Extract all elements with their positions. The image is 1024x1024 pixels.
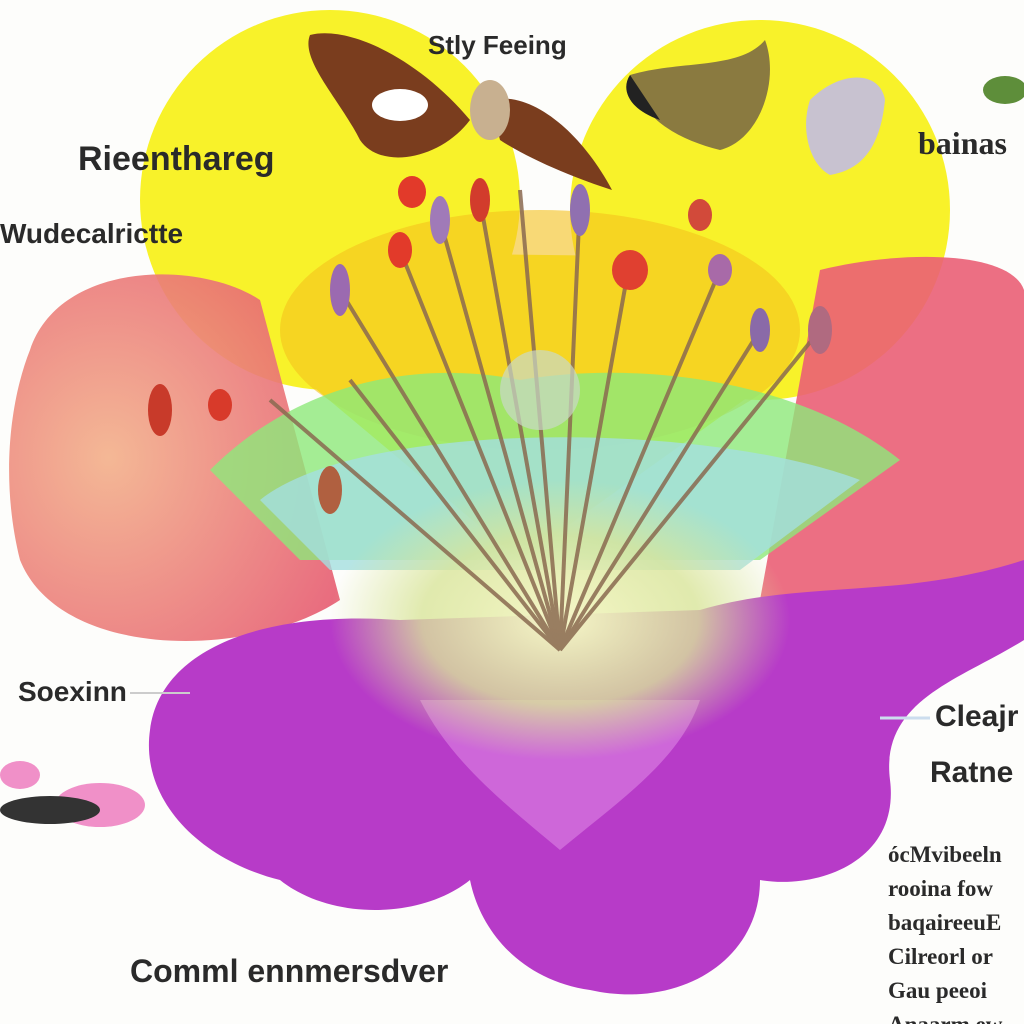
label-top-right: bainas: [918, 125, 1007, 161]
note-line: ócMvibeeln: [888, 842, 1002, 867]
label-mid-left: Soexinn: [18, 676, 127, 707]
label-right-2: Ratne: [930, 756, 1014, 789]
note-line: baqaireeuE: [888, 910, 1002, 935]
small-bee: [0, 761, 145, 827]
label-left: Wudecalrictte: [0, 218, 184, 249]
label-right-1: Cleajr: [935, 700, 1019, 733]
notes-block: ócMvibeeln rooina fow baqaireeuE Cilreor…: [888, 838, 1002, 1024]
grey-butterfly: [806, 77, 885, 175]
label-upper-left: Rieenthareg: [78, 140, 275, 178]
anthers: [148, 176, 832, 514]
note-line: Gau peeoi: [888, 978, 988, 1003]
left-pink-petal: [9, 274, 341, 641]
label-top: Stly Feeing: [428, 30, 567, 60]
note-line: Cilreorl or: [888, 944, 993, 969]
moth-top-right: [626, 40, 770, 150]
green-leaf: [983, 76, 1024, 104]
note-line: rooina fow: [888, 876, 993, 901]
stamens: [268, 189, 822, 652]
butterfly-top: [308, 33, 612, 190]
label-bottom: Comml ennmersdver: [130, 953, 449, 989]
note-line: Anaarm.ew: [888, 1008, 1002, 1024]
